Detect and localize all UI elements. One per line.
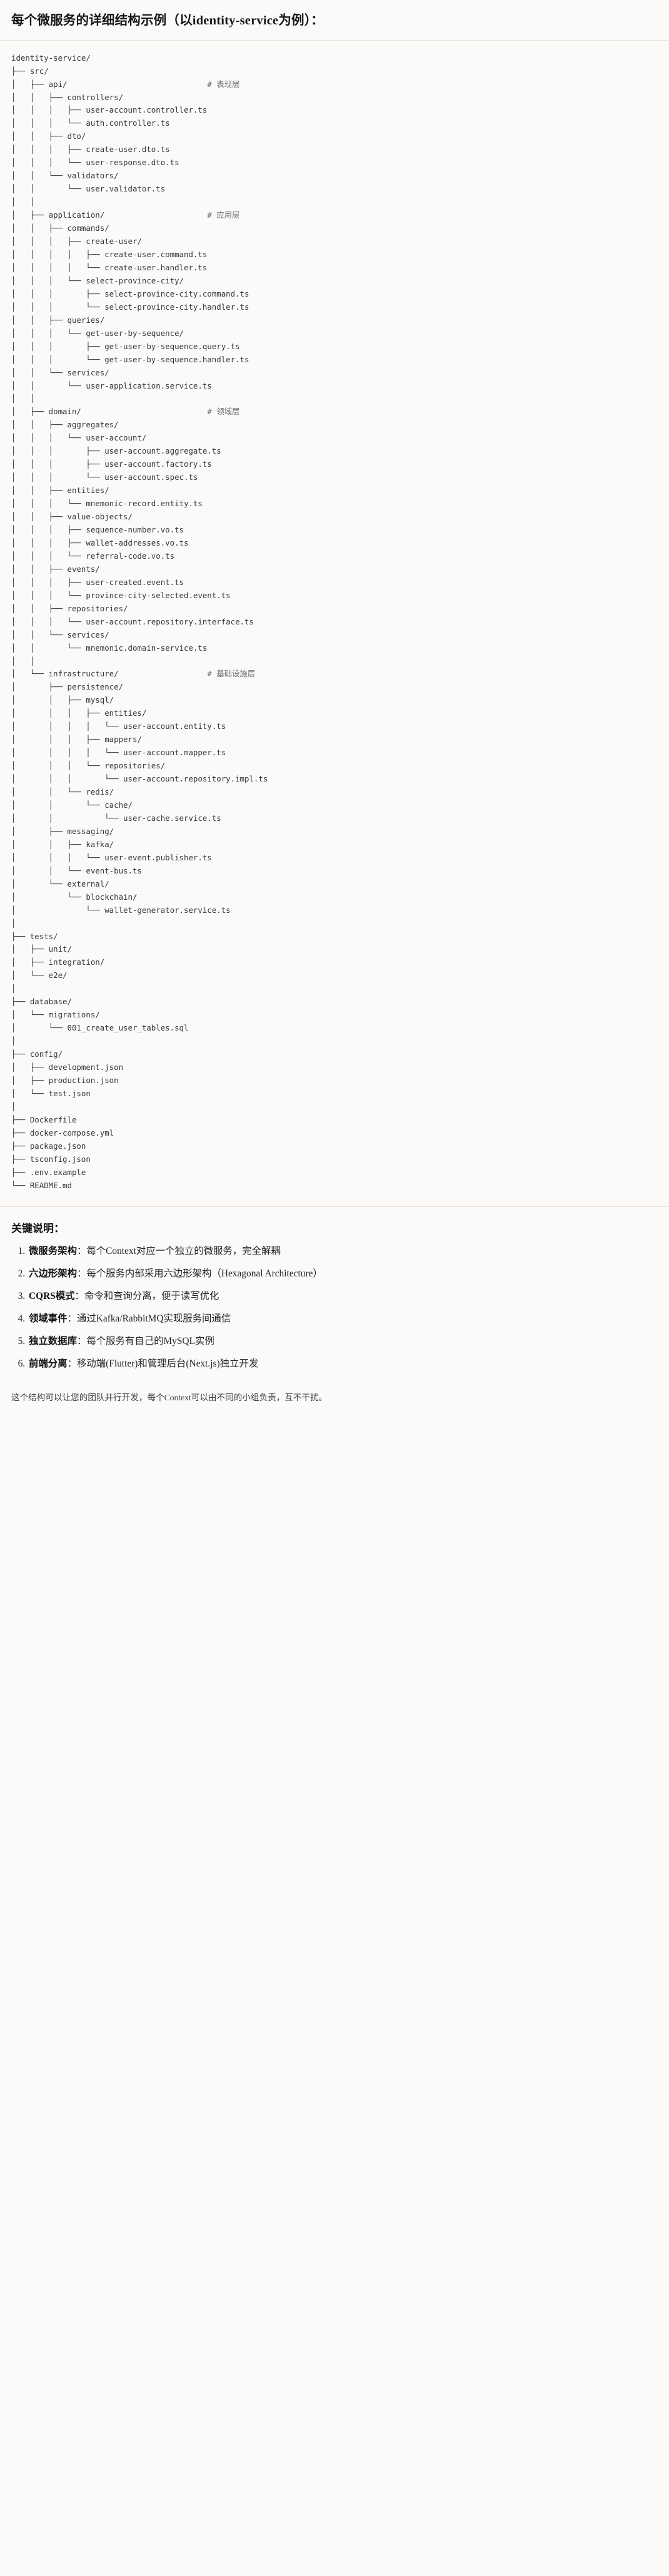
key-note-body: ：每个Context对应一个独立的微服务，完全解耦 (76, 1245, 281, 1256)
tree-layer-comment: # 领域层 (207, 407, 240, 417)
tree-layer-comment: # 表现层 (207, 79, 240, 89)
key-note-term: 微服务架构 (29, 1245, 77, 1256)
key-note-item: 六边形架构：每个服务内部采用六边形架构（Hexagonal Architectu… (28, 1266, 658, 1281)
key-note-term: 前端分离 (29, 1358, 68, 1370)
key-notes-block: 关键说明： 微服务架构：每个Context对应一个独立的微服务，完全解耦 六边形… (0, 1206, 669, 1386)
key-note-body: ：每个服务有自己的MySQL实例 (76, 1336, 214, 1347)
directory-tree-block: identity-service/ ├── src/ │ ├── api/ # … (0, 40, 669, 1207)
tree-layer-comment: # 基础设施层 (207, 669, 256, 679)
footer-block: 这个结构可以让您的团队并行开发，每个Context可以由不同的小组负责，互不干扰… (0, 1385, 669, 1418)
key-note-item: 领域事件：通过Kafka/RabbitMQ实现服务间通信 (28, 1311, 658, 1326)
key-note-body: ：移动端(Flutter)和管理后台(Next.js)独立开发 (67, 1358, 259, 1370)
key-note-body: ：命令和查询分离，便于读写优化 (74, 1290, 219, 1301)
footer-text: 这个结构可以让您的团队并行开发，每个Context可以由不同的小组负责，互不干扰… (11, 1393, 328, 1403)
document-page: 每个微服务的详细结构示例（以identity-service为例）： ident… (0, 0, 669, 1418)
tree-layer-comment: # 应用层 (207, 210, 240, 220)
key-note-term: CQRS模式 (29, 1290, 75, 1301)
page-title: 每个微服务的详细结构示例（以identity-service为例）： (11, 14, 324, 28)
key-note-term: 独立数据库 (29, 1336, 77, 1347)
key-note-body: ：每个服务内部采用六边形架构（Hexagonal Architecture） (76, 1268, 323, 1279)
key-notes-title: 关键说明： (11, 1222, 64, 1235)
key-note-term: 领域事件 (29, 1313, 68, 1324)
document-header: 每个微服务的详细结构示例（以identity-service为例）： (0, 0, 669, 41)
key-note-term: 六边形架构 (29, 1268, 77, 1279)
key-note-item: 前端分离：移动端(Flutter)和管理后台(Next.js)独立开发 (28, 1357, 658, 1371)
key-note-item: 微服务架构：每个Context对应一个独立的微服务，完全解耦 (28, 1244, 658, 1258)
key-notes-list: 微服务架构：每个Context对应一个独立的微服务，完全解耦 六边形架构：每个服… (11, 1244, 658, 1372)
key-note-item: CQRS模式：命令和查询分离，便于读写优化 (28, 1289, 658, 1303)
directory-tree: identity-service/ ├── src/ │ ├── api/ # … (11, 53, 268, 1190)
key-note-body: ：通过Kafka/RabbitMQ实现服务间通信 (67, 1313, 231, 1324)
key-note-item: 独立数据库：每个服务有自己的MySQL实例 (28, 1334, 658, 1348)
